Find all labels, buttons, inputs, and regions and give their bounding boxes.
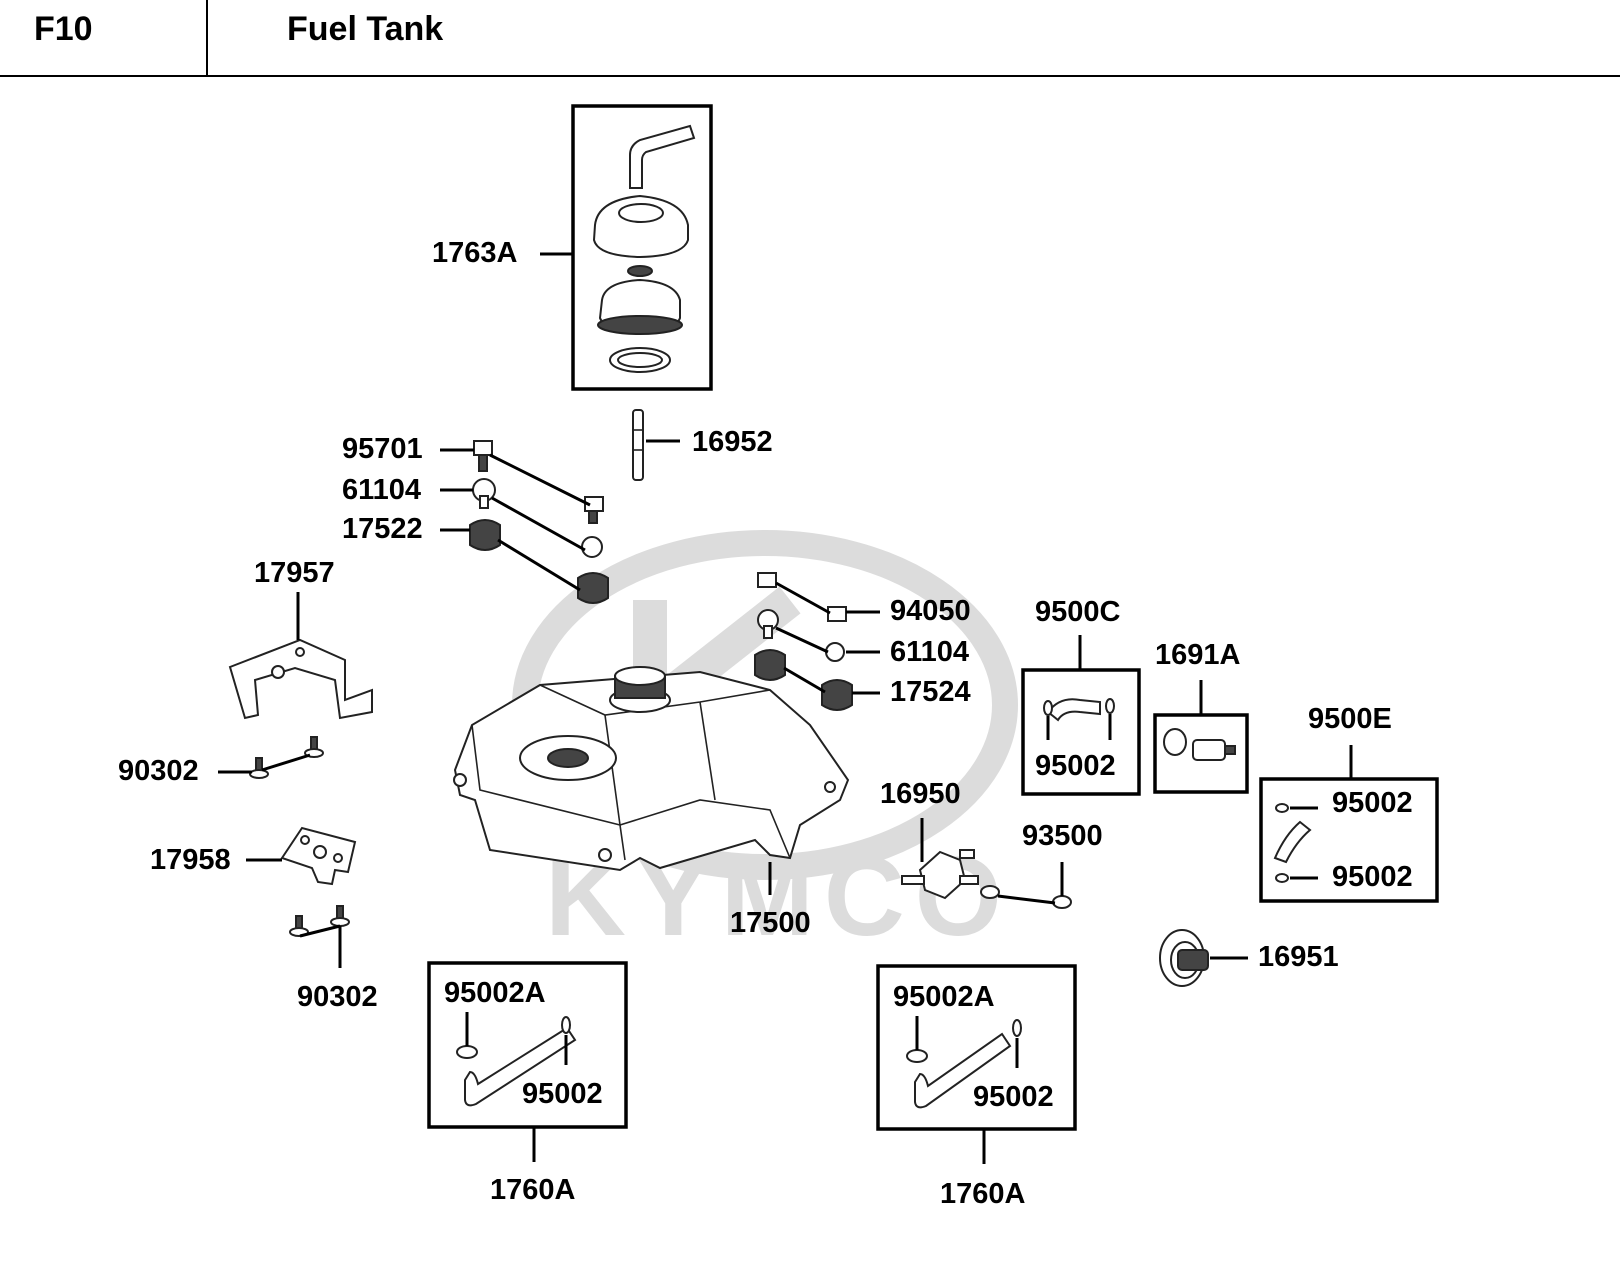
fuel-hose-kit-left [427,961,628,1129]
fuel-sensor [1159,929,1209,987]
page-title: Fuel Tank [287,10,444,48]
part-label-9500C: 9500C [1035,596,1121,628]
bracket-plate [280,826,357,886]
part-label-17958: 17958 [150,844,231,876]
part-label-95002-e2: 95002 [1332,861,1413,893]
fuel-tank [453,666,850,872]
part-label-16950: 16950 [880,778,961,810]
section-code: F10 [34,10,93,48]
mount-bolt-group-left [469,440,609,604]
part-label-95002-e1: 95002 [1332,787,1413,819]
fuel-hose-kit-right [876,964,1077,1131]
screw-pair-lower [289,905,350,937]
part-label-90302a: 90302 [118,755,199,787]
fuel-cock [901,849,979,900]
part-label-16952: 16952 [692,426,773,458]
part-label-90302b: 90302 [297,981,378,1013]
fuel-filter-kit [1153,713,1249,794]
hose-kit-9500E [1259,777,1439,903]
fuel-strainer [632,409,644,481]
part-label-1763A: 1763A [432,237,518,269]
part-label-94050: 94050 [890,595,971,627]
part-label-17957: 17957 [254,557,335,589]
part-label-17522: 17522 [342,513,423,545]
part-label-16951: 16951 [1258,941,1339,973]
part-label-1691A: 1691A [1155,639,1241,671]
part-label-1760A-right: 1760A [940,1178,1026,1210]
header-divider [206,0,208,76]
part-label-17500: 17500 [730,907,811,939]
part-label-61104a: 61104 [342,474,421,506]
part-label-95002-left: 95002 [522,1078,603,1110]
bracket-upper [228,638,373,720]
page-header: F10 Fuel Tank [0,0,1620,77]
part-label-95002-right: 95002 [973,1081,1054,1113]
part-label-95002A-right: 95002A [893,981,995,1013]
part-label-61104b: 61104 [890,636,969,668]
screw-pair-upper [249,736,324,779]
mount-bolt-group-right [754,572,853,711]
part-label-95002A-left: 95002A [444,977,546,1009]
part-label-9500E: 9500E [1308,703,1392,735]
part-label-1760A-left: 1760A [490,1174,576,1206]
part-label-95002-c: 95002 [1035,750,1116,782]
part-label-93500: 93500 [1022,820,1103,852]
header-rule [0,75,1620,77]
part-label-17524: 17524 [890,676,971,708]
part-label-95701: 95701 [342,433,423,465]
fuel-cap-assembly [571,104,713,391]
